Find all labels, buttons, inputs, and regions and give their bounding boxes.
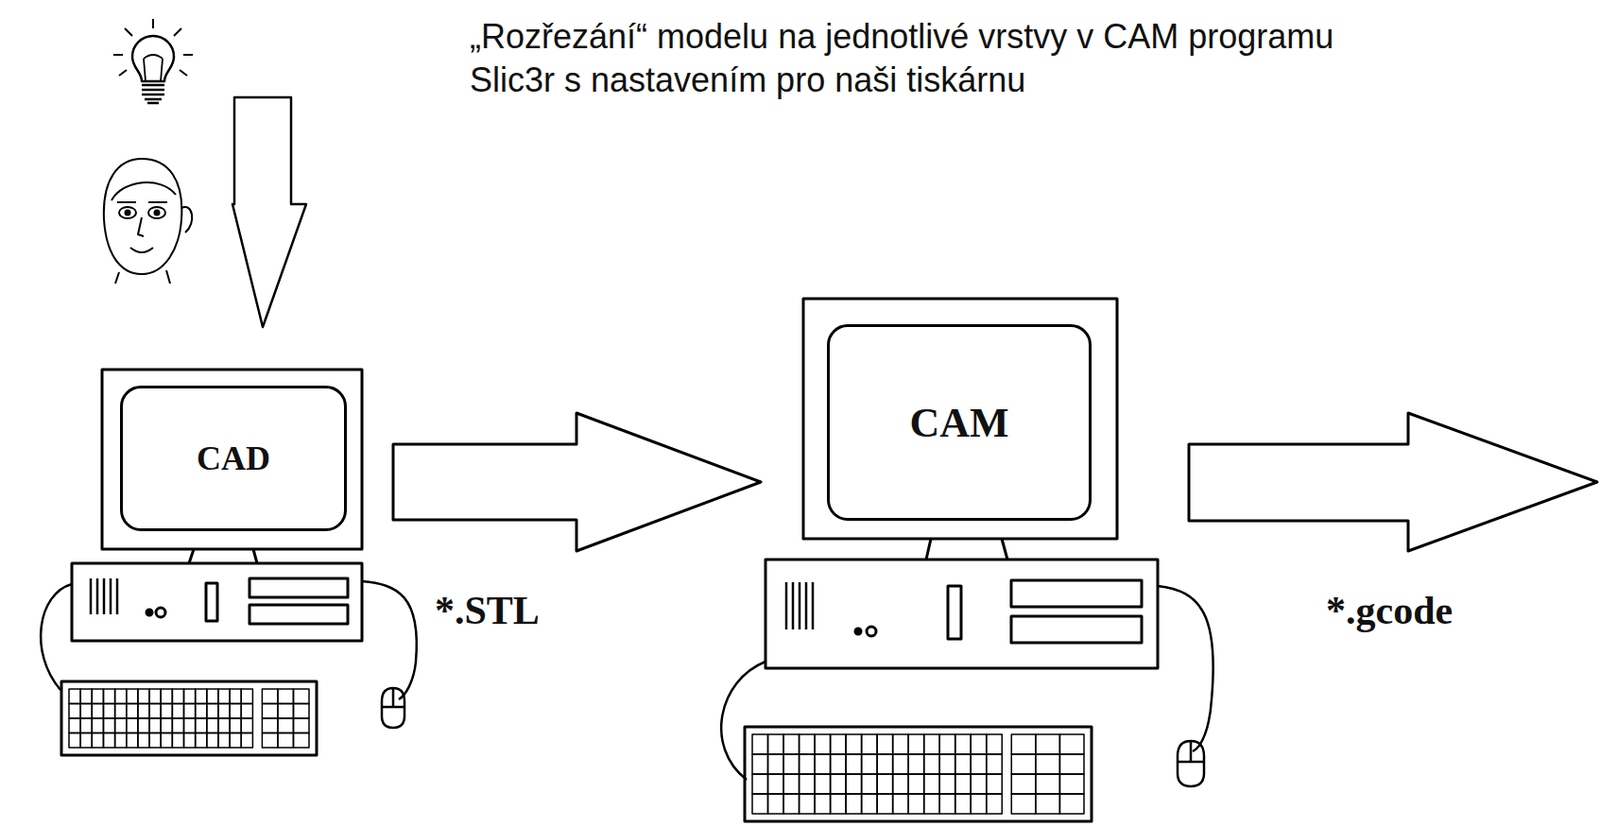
flow-arrow (393, 412, 761, 551)
screen-label: CAD (196, 438, 271, 479)
screen-box: CAM (826, 324, 1092, 521)
lightbulb-icon (113, 18, 193, 104)
screen-box: CAD (120, 385, 347, 532)
screen-label: CAM (909, 398, 1009, 448)
cad-computer (40, 369, 417, 756)
person-head-icon (103, 158, 192, 284)
down-arrow (232, 97, 307, 327)
cam-computer (721, 298, 1214, 822)
output-arrow (1188, 412, 1598, 551)
caption-note: „Rozřezání“ modelu na jednotlivé vrstvy … (469, 15, 1359, 103)
file-type-label: *.gcode (1325, 587, 1453, 634)
file-type-label: *.STL (434, 587, 540, 634)
